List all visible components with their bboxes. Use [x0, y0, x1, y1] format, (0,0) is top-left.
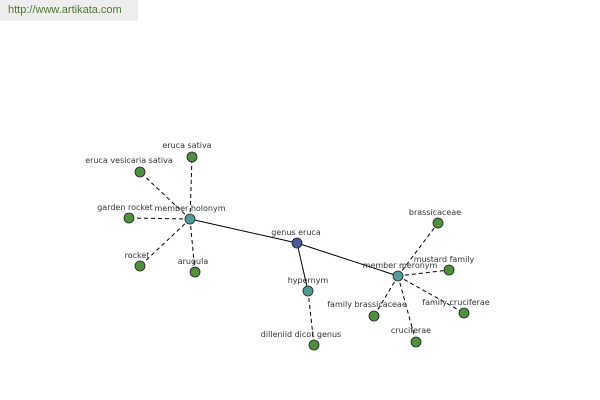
node-cruciferae[interactable]	[410, 336, 422, 348]
node-brassicaceae[interactable]	[432, 217, 444, 229]
node-label-member-holonym[interactable]: member holonym	[154, 204, 225, 213]
node-label-family-brassicaceae[interactable]: family brassicaceae	[327, 300, 407, 309]
edge-genus-eruca-member-meronym	[296, 242, 399, 277]
edge-member-holonym-eruca-sativa	[189, 156, 193, 220]
edge-genus-eruca-member-holonym	[189, 218, 298, 244]
node-label-hypernym[interactable]: hypernym	[288, 276, 329, 285]
node-member-meronym[interactable]	[392, 270, 404, 282]
node-label-genus-eruca[interactable]: genus eruca	[271, 228, 321, 237]
node-family-brassicaceae[interactable]	[368, 310, 380, 322]
node-label-eruca-vesicaria-sativa[interactable]: eruca vesicaria sativa	[85, 156, 173, 165]
labels-layer: genus eruca member holonym hypernym member …	[85, 141, 490, 339]
node-label-family-cruciferae[interactable]: family cruciferae	[422, 298, 490, 307]
node-label-cruciferae[interactable]: cruciferae	[391, 326, 431, 335]
node-mustard-family[interactable]	[443, 264, 455, 276]
node-arugula[interactable]	[189, 266, 201, 278]
node-hypernym[interactable]	[302, 285, 314, 297]
nodes-layer	[123, 151, 470, 351]
edge-member-holonym-rocket	[139, 218, 191, 267]
node-label-rocket[interactable]: rocket	[125, 251, 150, 260]
node-genus-eruca[interactable]	[291, 237, 303, 249]
node-family-cruciferae[interactable]	[458, 307, 470, 319]
node-label-eruca-sativa[interactable]: eruca sativa	[162, 141, 211, 150]
node-garden-rocket[interactable]	[123, 212, 135, 224]
edge-member-holonym-eruca-vesicaria-sativa	[139, 171, 191, 220]
edge-member-holonym-arugula	[189, 218, 196, 273]
edge-member-meronym-family-brassicaceae	[373, 275, 399, 317]
edge-genus-eruca-hypernym	[296, 242, 309, 292]
node-label-garden-rocket[interactable]: garden rocket	[97, 203, 153, 212]
node-dilleniid-dicot-genus[interactable]	[308, 339, 320, 351]
node-label-arugula[interactable]: arugula	[178, 257, 209, 266]
edge-member-meronym-cruciferae	[397, 275, 417, 343]
node-label-member-meronym[interactable]: member meronym	[363, 261, 438, 270]
edge-member-meronym-mustard-family	[397, 269, 450, 277]
node-rocket[interactable]	[134, 260, 146, 272]
edge-member-holonym-garden-rocket	[128, 217, 191, 220]
edge-hypernym-dilleniid-dicot-genus	[307, 290, 315, 346]
node-eruca-sativa[interactable]	[186, 151, 198, 163]
node-eruca-vesicaria-sativa[interactable]	[134, 166, 146, 178]
source-url-banner[interactable]: http://www.artikata.com	[0, 0, 138, 21]
node-label-dilleniid-dicot-genus[interactable]: dilleniid dicot genus	[261, 330, 341, 339]
node-label-mustard-family[interactable]: mustard family	[414, 255, 475, 264]
node-label-brassicaceae[interactable]: brassicaceae	[409, 208, 461, 217]
node-member-holonym[interactable]	[184, 213, 196, 225]
edges-layer	[128, 156, 465, 346]
edge-member-meronym-family-cruciferae	[397, 275, 465, 314]
